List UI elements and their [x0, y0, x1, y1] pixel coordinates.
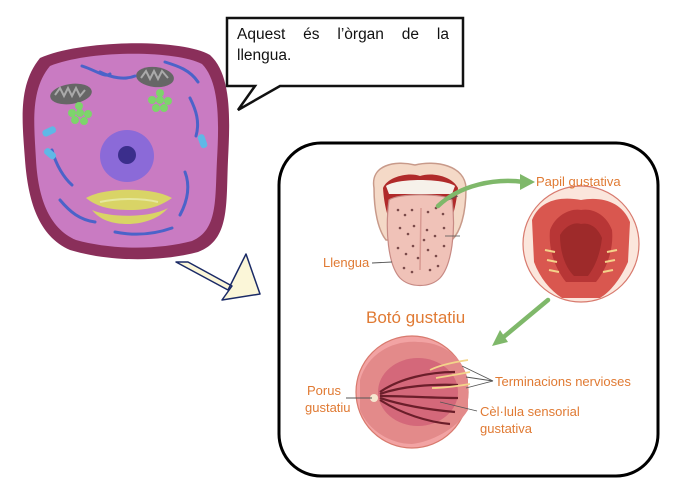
- label-porus-gustatiu-line1: Porus: [307, 383, 341, 398]
- golgi-apparatus-icon: [86, 189, 172, 224]
- ribosome-cluster-icon: [68, 102, 92, 125]
- tongue-illustration: [372, 162, 467, 287]
- speech-bubble: [225, 16, 465, 112]
- papillae-dots: [396, 206, 446, 274]
- speech-bubble-text: Aquest és l’òrgan de la llengua.: [237, 26, 449, 64]
- yellow-arrow-icon: [175, 253, 261, 301]
- mitochondrion-icon: [136, 66, 174, 88]
- label-porus-gustatiu-line2: gustatiu: [305, 400, 351, 415]
- label-llengua: Llengua: [323, 255, 370, 270]
- green-arrow-icon: [492, 297, 551, 346]
- label-terminacions-nervioses: Terminacions nervioses: [495, 374, 631, 389]
- mitochondrion-icon: [50, 83, 92, 105]
- label-cellula-sensorial-line2: gustativa: [480, 421, 533, 436]
- green-arrow-icon: [435, 174, 535, 209]
- taste-bud-closeup: [355, 335, 471, 449]
- ribosome-cluster-icon: [148, 89, 172, 112]
- nucleus-icon: [100, 130, 154, 182]
- label-cellula-sensorial-line1: Cèl·lula sensorial: [480, 404, 580, 419]
- label-papil-gustativa: Papil gustativa: [536, 174, 621, 189]
- label-boto-gustatiu: Botó gustatiu: [366, 308, 465, 327]
- papilla-closeup: [522, 185, 640, 303]
- endoplasmic-reticulum-icon: [50, 60, 200, 236]
- vesicle-icon: [42, 126, 208, 160]
- leader-lines: [346, 261, 494, 412]
